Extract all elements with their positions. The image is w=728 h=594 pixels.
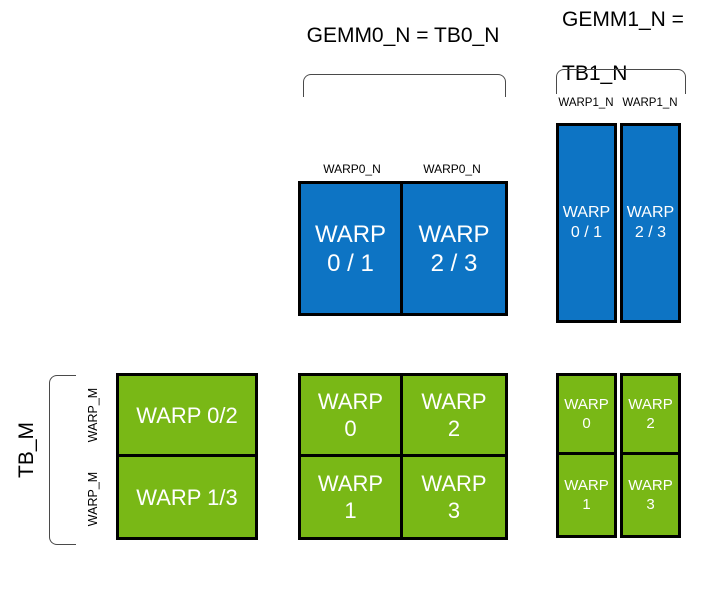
gemm0-warp01-tile: WARP 0 / 1 <box>298 181 403 316</box>
gemm0-warp23-line2: 2 / 3 <box>430 249 478 277</box>
gemm0-warp-grid-row-top: WARP 0 WARP 2 <box>298 373 508 457</box>
gemm1-n-bracket <box>556 69 686 94</box>
gemm0-warp2-line1: WARP <box>421 389 487 414</box>
gemm1-warp-grid-col-right: WARP 2 WARP 3 <box>620 373 681 538</box>
tb-warp13-label: WARP 1/3 <box>136 484 238 510</box>
gemm0-warp2-line2: 2 <box>447 416 461 441</box>
gemm0-warp0-line1: WARP <box>317 389 384 414</box>
gemm1-warp1-line1: WARP <box>564 477 609 494</box>
warp-m-label-top: WARP_M <box>78 373 108 457</box>
tb-warp13-tile: WARP 1/3 <box>116 454 258 540</box>
gemm1-warp3-line2: 3 <box>646 496 655 513</box>
gemm1-warp23-line2: 2 / 3 <box>634 224 667 241</box>
gemm1-warp1-tile: WARP 1 <box>556 452 617 538</box>
tb-warp02-label: WARP 0/2 <box>136 402 238 428</box>
gemm1-warp23-line1: WARP <box>626 204 675 221</box>
gemm0-warp0-tile: WARP 0 <box>298 373 403 457</box>
gemm1-warp0-line1: WARP <box>564 396 609 413</box>
warp-m-label-bottom-text: WARP_M <box>86 471 100 526</box>
gemm1-warp01-line1: WARP <box>562 204 611 221</box>
gemm0-warp-grid: WARP 0 WARP 2 WARP 1 WARP 3 <box>298 373 508 540</box>
gemm1-warp0-line2: 0 <box>582 415 591 432</box>
gemm1-warp-grid: WARP 0 WARP 1 WARP 2 WARP 3 <box>556 373 681 538</box>
tb-m-header-text: TB_M <box>15 421 39 479</box>
gemm1-warp01-tile: WARP 0 / 1 <box>556 123 617 323</box>
gemm1-n-header-line2: TB1_N <box>562 62 628 85</box>
gemm0-warp0-line2: 0 <box>344 416 357 441</box>
gemm0-warp3-line1: WARP <box>421 471 487 496</box>
gemm0-warp1-line2: 1 <box>344 498 357 523</box>
gemm1-warp1-line2: 1 <box>582 496 591 513</box>
gemm0-warp-grid-row-bottom: WARP 1 WARP 3 <box>298 454 508 540</box>
gemm0-warp2-tile: WARP 2 <box>400 373 508 457</box>
warp-m-label-top-text: WARP_M <box>86 387 100 443</box>
tb-m-header: TB_M <box>8 405 46 495</box>
gemm0-accumulator-tiles: WARP 0 / 1 WARP 2 / 3 <box>298 181 508 316</box>
gemm0-warp01-line2: 0 / 1 <box>327 249 374 277</box>
gemm1-warp23-tile: WARP 2 / 3 <box>620 123 681 323</box>
gemm1-warp2-line1: WARP <box>628 396 673 413</box>
gemm0-n-bracket <box>303 74 506 97</box>
gemm1-warp2-line2: 2 <box>646 415 655 432</box>
gemm0-warp1-tile: WARP 1 <box>298 454 403 540</box>
gemm0-warp23-tile: WARP 2 / 3 <box>400 181 508 316</box>
gemm1-warp0-tile: WARP 0 <box>556 373 617 455</box>
warp0-n-label-left: WARP0_N <box>323 162 381 176</box>
tb-warp02-tile: WARP 0/2 <box>116 373 258 457</box>
gemm1-warp2-tile: WARP 2 <box>620 373 681 455</box>
gemm0-warp3-tile: WARP 3 <box>400 454 508 540</box>
tb-m-row-tiles: WARP 0/2 WARP 1/3 <box>116 373 258 540</box>
warp-m-label-bottom: WARP_M <box>78 457 108 540</box>
warp0-n-label-right: WARP0_N <box>423 162 481 176</box>
gemm1-warp01-line2: 0 / 1 <box>570 224 603 241</box>
gemm0-warp1-line1: WARP <box>317 471 384 496</box>
gemm1-warp-grid-col-left: WARP 0 WARP 1 <box>556 373 617 538</box>
gemm1-accumulator-tiles: WARP 0 / 1 WARP 2 / 3 <box>556 123 681 323</box>
gemm1-warp3-tile: WARP 3 <box>620 452 681 538</box>
gemm1-n-header-line1: GEMM1_N = <box>562 8 684 31</box>
gemm0-warp3-line2: 3 <box>447 498 461 523</box>
tb-m-bracket <box>49 375 76 545</box>
gemm1-n-header: GEMM1_N = TB1_N <box>562 6 702 87</box>
gemm0-n-header: GEMM0_N = TB0_N <box>306 24 500 47</box>
warp1-n-label-right: WARP1_N <box>622 97 678 109</box>
warp1-n-label-left: WARP1_N <box>558 97 614 109</box>
gemm0-warp23-line1: WARP <box>418 220 490 248</box>
gemm0-warp01-line1: WARP <box>314 220 387 248</box>
gemm1-warp3-line1: WARP <box>628 477 673 494</box>
